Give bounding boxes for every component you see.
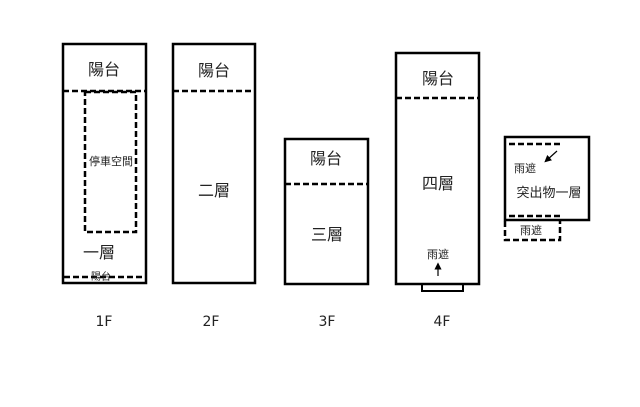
arrow-icon <box>544 150 558 163</box>
floor-4-plan: 陽台 四層 雨遮 4F <box>394 51 481 330</box>
canopy-top-label: 雨遮 <box>514 161 536 175</box>
balcony-label: 陽台 <box>198 61 230 80</box>
room-label: 四層 <box>422 174 454 193</box>
room-label: 突出物一層 <box>516 185 581 201</box>
roof-structure-plan: 雨遮 突出物一層 雨遮 <box>503 135 591 242</box>
parking-area <box>83 90 138 234</box>
balcony-label: 陽台 <box>88 60 120 79</box>
floor-2-plan: 陽台 二層 2F <box>171 42 257 330</box>
canopy-bottom-label: 雨遮 <box>520 223 542 237</box>
parking-label: 停車空間 <box>89 154 133 168</box>
floor-1-plan: 陽台 停車空間 一層 陽台 1F <box>61 42 148 330</box>
floor-3-plan: 陽台 三層 3F <box>283 137 370 330</box>
floor-label: 4F <box>434 314 451 330</box>
room-label: 一層 <box>83 243 115 262</box>
canopy-label: 雨遮 <box>427 247 449 261</box>
balcony-label: 陽台 <box>422 69 454 88</box>
room-label: 二層 <box>198 181 230 200</box>
floor-label: 2F <box>203 314 220 330</box>
room-label: 三層 <box>311 225 343 244</box>
balcony-bottom-label: 陽台 <box>91 270 111 283</box>
floor-label: 3F <box>319 314 336 330</box>
floor-label: 1F <box>96 314 113 330</box>
balcony-label: 陽台 <box>310 149 342 168</box>
